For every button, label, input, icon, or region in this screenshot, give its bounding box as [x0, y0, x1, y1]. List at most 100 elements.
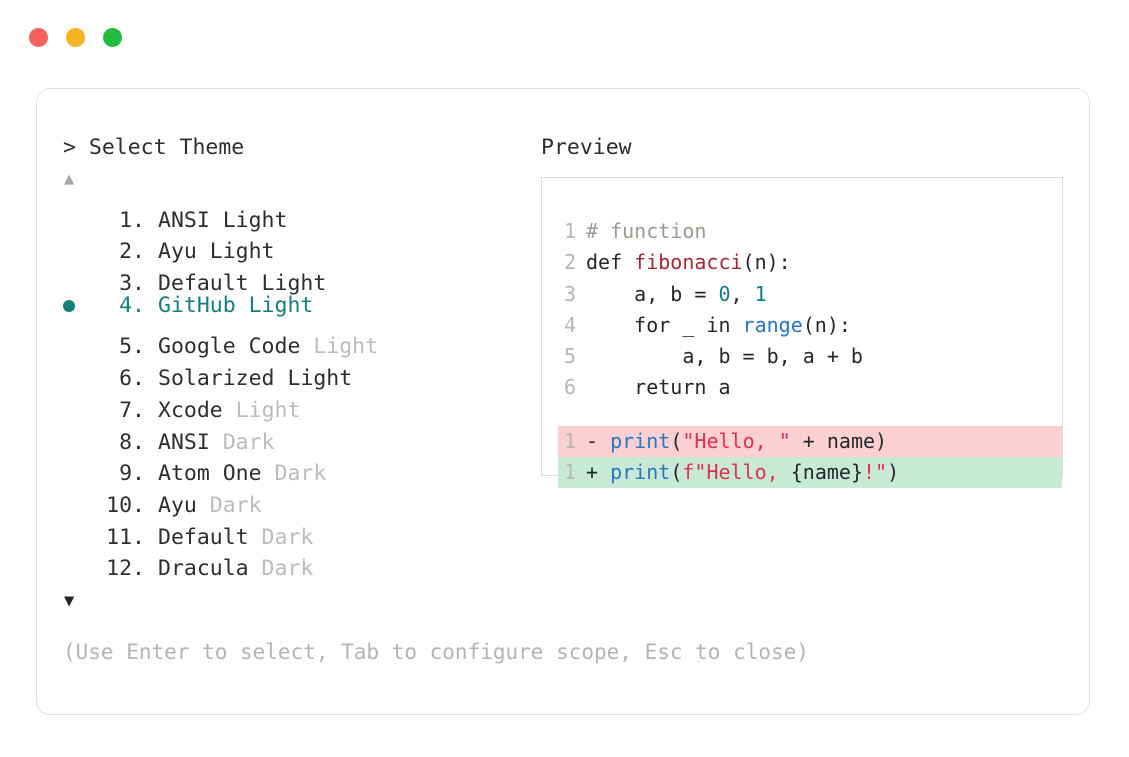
- diff-sign: +: [586, 460, 599, 485]
- minimize-window-button[interactable]: [66, 27, 85, 47]
- code-token: for _ in: [586, 312, 743, 337]
- code-token: "Hello, ": [682, 428, 791, 453]
- selection-bullet-cell: [63, 512, 89, 544]
- code-line-text: def fibonacci(n):: [586, 247, 791, 278]
- code-token: ): [887, 460, 900, 485]
- theme-item-name: Dracula: [158, 556, 249, 582]
- selection-bullet-cell: [63, 449, 89, 481]
- code-token: [598, 429, 610, 453]
- code-line: 5 a, b = b, a + b: [558, 341, 1062, 372]
- line-number: 1: [563, 219, 576, 243]
- close-window-button[interactable]: [29, 27, 48, 47]
- code-token: (: [670, 428, 683, 453]
- theme-item-name: Ayu: [158, 492, 197, 518]
- line-number: 6: [563, 375, 576, 400]
- diff-line-number: 1: [563, 460, 576, 485]
- code-token: print: [610, 428, 671, 453]
- selection-bullet-cell: [63, 227, 89, 259]
- code-token: a, b = b, a + b: [586, 344, 863, 369]
- code-line-text: a, b = b, a + b: [586, 341, 863, 372]
- theme-list-item[interactable]: 12.Dracula Dark: [63, 544, 533, 581]
- selection-bullet-cell: [63, 544, 89, 576]
- theme-list-item[interactable]: 4.GitHub Light: [63, 290, 533, 322]
- code-token: fibonacci: [634, 250, 743, 275]
- page-title: > Select Theme: [63, 133, 533, 163]
- theme-item-name: Atom One: [158, 461, 262, 487]
- prompt-caret-icon: >: [63, 135, 76, 160]
- diff-line-text: print("Hello, " + name): [598, 426, 887, 457]
- theme-item-number: 11.: [106, 524, 145, 550]
- selection-bullet-cell: [63, 290, 89, 322]
- code-line-text: for _ in range(n):: [586, 310, 851, 341]
- code-token: def: [586, 250, 635, 275]
- scroll-up-arrow-icon[interactable]: ▲: [64, 169, 75, 189]
- theme-item-name: Solarized Light: [158, 366, 353, 392]
- code-token: print: [610, 460, 671, 485]
- selection-bullet-cell: [63, 385, 89, 417]
- selection-bullet-cell: [63, 195, 89, 227]
- theme-item-number: 5.: [119, 334, 145, 360]
- theme-item-variant: Light: [300, 334, 379, 360]
- theme-item-name: Ayu Light: [158, 239, 275, 265]
- theme-item-name: Default: [158, 524, 249, 550]
- theme-item-number: 4.: [119, 293, 145, 319]
- theme-item-number: 3.: [119, 271, 145, 297]
- code-token: [598, 460, 610, 484]
- scroll-down-arrow-icon[interactable]: ▼: [64, 591, 75, 611]
- maximize-window-button[interactable]: [103, 27, 122, 47]
- theme-list-item[interactable]: 11. Default Dark: [63, 512, 533, 550]
- page-title-text: [76, 133, 89, 163]
- diff-line-number: 1: [563, 428, 576, 453]
- window-titlebar: [0, 0, 1129, 74]
- theme-item-variant: Dark: [209, 429, 275, 455]
- code-token: return a: [586, 375, 731, 400]
- theme-item-number: 7.: [119, 397, 145, 423]
- code-token: + name): [790, 428, 888, 453]
- diff-line-del: 1- print("Hello, " + name): [558, 425, 1062, 458]
- line-number: 3: [563, 281, 576, 306]
- code-token: 1: [754, 281, 767, 306]
- theme-item-number: 1.: [119, 207, 145, 233]
- theme-list-item[interactable]: 5.Google Code Light: [63, 322, 533, 359]
- code-token: (n):: [742, 250, 791, 275]
- code-line-text: # function: [586, 216, 706, 247]
- code-token: f"Hello,: [682, 460, 791, 485]
- preview-panel-header: Preview: [541, 133, 1069, 163]
- theme-item-variant: Dark: [261, 461, 327, 487]
- code-token: (: [670, 460, 683, 485]
- selected-bullet-icon: [63, 300, 75, 313]
- code-line: 1 # function: [558, 216, 1062, 247]
- theme-list-item[interactable]: 9.Atom One Dark: [63, 449, 533, 486]
- theme-list-item[interactable]: 3.Default Light: [63, 258, 533, 296]
- selection-bullet-cell: [63, 353, 89, 385]
- code-token: (n):: [802, 312, 851, 337]
- theme-list-item[interactable]: 8.ANSI Dark: [63, 417, 533, 455]
- theme-item-variant: Dark: [248, 556, 314, 582]
- theme-list-item[interactable]: 1. ANSI Light: [63, 195, 533, 233]
- line-number: 4: [563, 312, 576, 337]
- theme-item-variant: Light: [222, 397, 301, 423]
- theme-list-item[interactable]: 10.Ayu Dark: [63, 480, 533, 518]
- code-line: 4 for _ in range(n):: [558, 310, 1062, 341]
- code-token: !": [862, 460, 888, 485]
- code-token: a, b =: [586, 281, 719, 306]
- theme-list-item[interactable]: 7.Xcode Light: [63, 385, 533, 423]
- selection-bullet-cell: [63, 480, 89, 512]
- code-line: 6 return a: [558, 372, 1062, 403]
- diff-line-add: 1+ print(f"Hello, {name}!"): [558, 457, 1062, 489]
- theme-list-item[interactable]: 2.Ayu Light: [63, 227, 533, 264]
- keyboard-hint: (Use Enter to select, Tab to configure s…: [63, 640, 809, 664]
- line-number: 5: [563, 344, 576, 369]
- theme-item-variant: Dark: [248, 524, 314, 550]
- theme-item-number: 6.: [119, 366, 145, 392]
- theme-item-name: ANSI Light: [158, 207, 288, 233]
- theme-list-item[interactable]: 6. Solarized Light: [63, 353, 533, 391]
- code-token: 0: [718, 281, 731, 306]
- code-line: 3 a, b = 0, 1: [558, 279, 1062, 310]
